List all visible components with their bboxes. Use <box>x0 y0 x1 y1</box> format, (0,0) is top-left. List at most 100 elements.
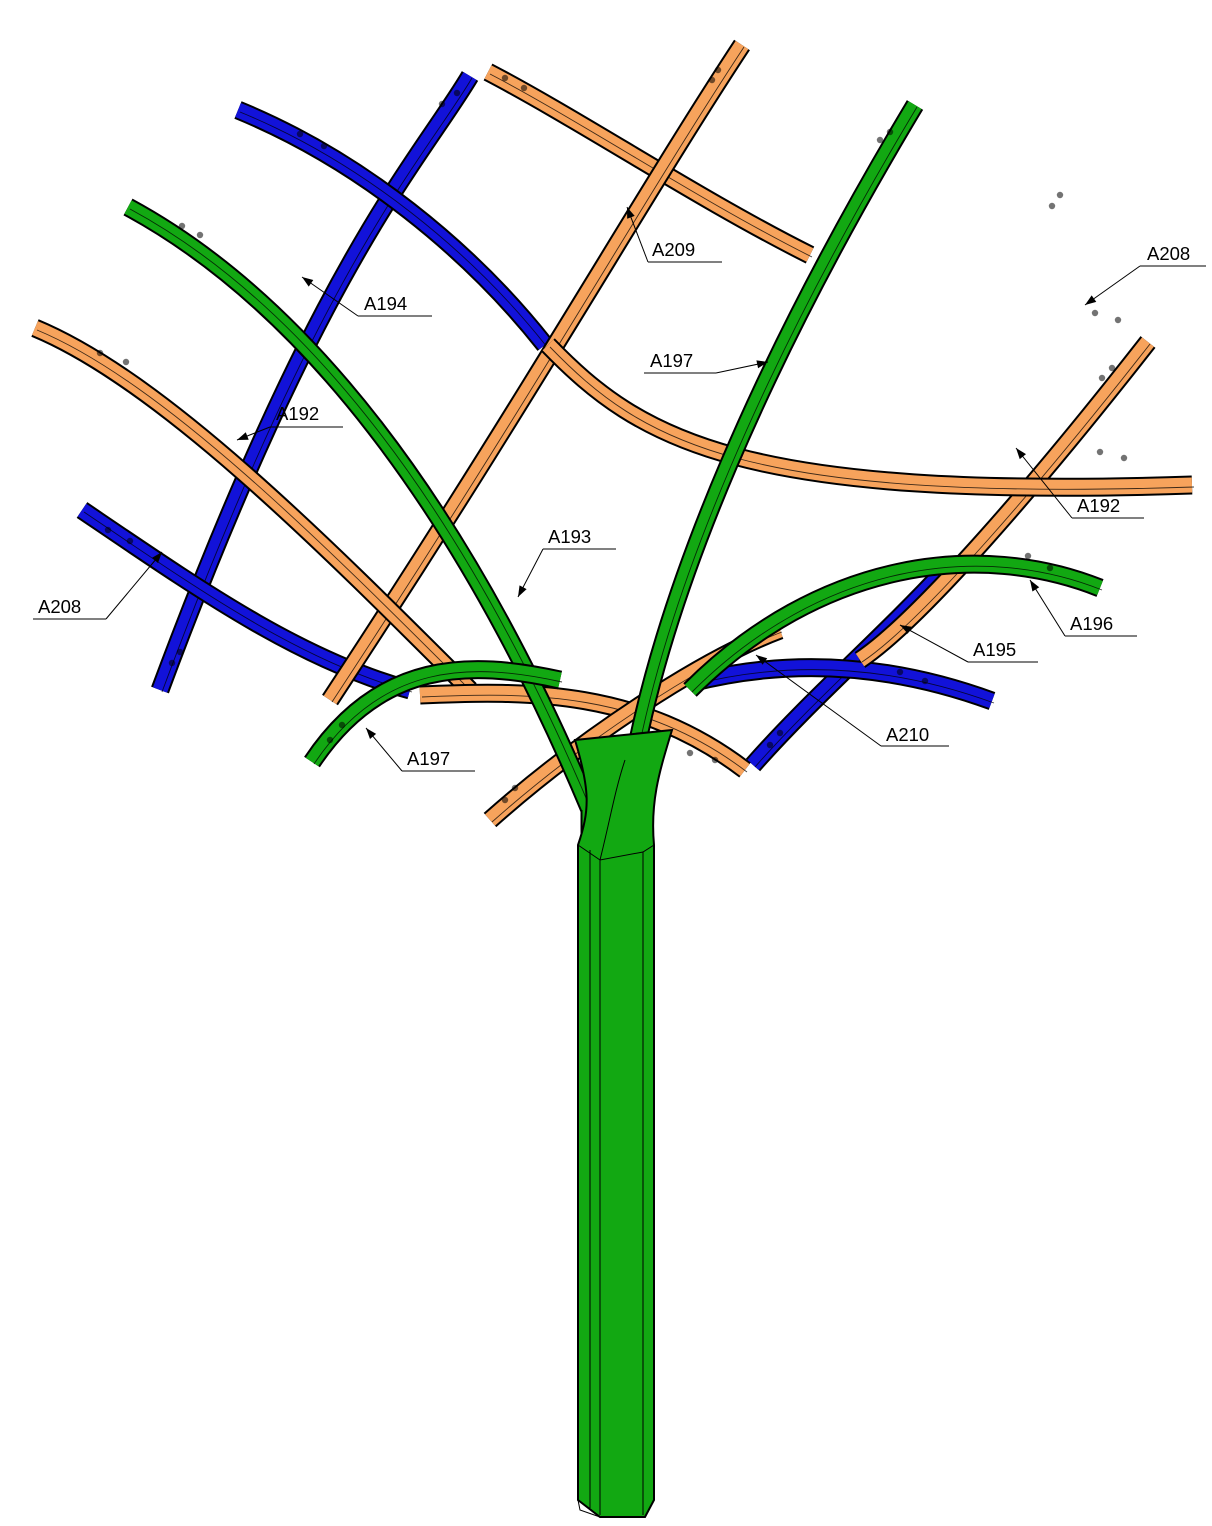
leader-arrow <box>756 655 768 665</box>
bolt-mark <box>168 659 176 667</box>
callout-label-A192-left: A192 <box>276 403 319 424</box>
trunk-body <box>573 728 674 1518</box>
beam-body <box>617 101 922 821</box>
beam-edge-line <box>861 343 1151 663</box>
leader-arrow <box>1016 448 1026 460</box>
beam-edge-line <box>691 669 995 704</box>
callout-A209: A209 <box>652 239 695 260</box>
bolt-mark <box>296 130 304 138</box>
leader-arrow <box>1030 580 1040 592</box>
callout-A210: A210 <box>886 724 929 745</box>
bolt-mark <box>511 784 519 792</box>
bolt-mark <box>104 526 112 534</box>
beam-outline <box>31 319 477 697</box>
bolt-mark <box>520 84 528 92</box>
callout-A208-right: A208 <box>1147 243 1190 264</box>
leader-arrow <box>237 432 249 440</box>
bolt-mark <box>1048 202 1056 210</box>
callout-A197-upper: A197 <box>650 350 693 371</box>
bolt-mark <box>338 721 346 729</box>
bolt-mark <box>1098 374 1106 382</box>
callout-leader <box>626 206 722 263</box>
beam-A194-blue <box>151 71 479 694</box>
bolt-mark <box>1096 448 1104 456</box>
trunk <box>573 728 674 1518</box>
leader-arrow <box>1085 295 1097 305</box>
beam-A208-blue <box>234 101 553 351</box>
bolt-mark <box>501 796 509 804</box>
bolt-mark <box>96 349 104 357</box>
beam-members <box>31 39 1195 862</box>
beam-A209-orange <box>483 63 815 264</box>
callout-label-A195: A195 <box>973 639 1016 660</box>
bolt-mark <box>1091 309 1099 317</box>
callout-label-A197-lower: A197 <box>407 748 450 769</box>
callout-label-A197-upper: A197 <box>650 350 693 371</box>
leader-line <box>1084 265 1141 306</box>
part-callouts: A209 A208 A194 A197 A192 A192 A193 A208 … <box>33 206 1206 772</box>
callout-leader <box>899 624 1038 663</box>
bolt-mark <box>876 136 884 144</box>
callout-leader <box>755 654 949 747</box>
bolt-mark <box>196 231 204 239</box>
leader-arrow <box>900 625 912 634</box>
trunk-column <box>573 728 674 1518</box>
beam-A196-green <box>683 554 1104 697</box>
bolt-mark <box>122 358 130 366</box>
leader-line <box>755 654 882 747</box>
beam-A210-blue <box>687 658 996 710</box>
callout-label-A210: A210 <box>886 724 929 745</box>
beam-edge-line <box>313 671 563 765</box>
leader-arrow <box>151 552 162 564</box>
beam-edge-line <box>331 46 745 703</box>
beam-body <box>419 685 750 776</box>
callout-A196: A196 <box>1070 613 1113 634</box>
callout-label-A209: A209 <box>652 239 695 260</box>
beam-A210-orange <box>419 683 751 778</box>
leader-arrow <box>366 728 377 740</box>
bolt-mark <box>1056 191 1064 199</box>
beam-body <box>305 662 562 767</box>
callout-A192-left: A192 <box>276 403 319 424</box>
callout-A192-right: A192 <box>1077 495 1120 516</box>
trunk-foot-edge <box>577 1499 601 1518</box>
bolt-mark <box>326 736 334 744</box>
bolt-mark <box>320 142 328 150</box>
callout-leader <box>1015 447 1144 519</box>
beam-edge-line <box>36 329 473 693</box>
beam-A193-green <box>123 198 599 814</box>
bolt-mark <box>501 74 509 82</box>
callout-label-A208-right: A208 <box>1147 243 1190 264</box>
bolt-mark <box>453 89 461 97</box>
bolt-mark <box>896 668 904 676</box>
callout-leader <box>1029 579 1137 637</box>
bolt-mark <box>921 677 929 685</box>
callout-leader <box>517 548 616 598</box>
bolt-mark <box>178 222 186 230</box>
leader-line <box>1029 579 1066 637</box>
leader-arrow <box>302 277 314 287</box>
beam-body <box>684 556 1103 696</box>
beam-body <box>855 337 1154 667</box>
bolt-mark <box>766 741 774 749</box>
callout-label-A196: A196 <box>1070 613 1113 634</box>
callout-leader <box>236 426 343 441</box>
leader-arrow <box>627 207 635 219</box>
beam-A192-orange <box>854 336 1156 668</box>
leader-line <box>105 551 163 620</box>
bolt-mark <box>711 756 719 764</box>
branch-fork-line <box>599 759 626 861</box>
callout-leader <box>644 360 769 374</box>
leader-line <box>301 276 359 317</box>
callout-A208-left: A208 <box>38 596 81 617</box>
leader-line <box>899 624 969 663</box>
callout-A194: A194 <box>364 293 407 314</box>
callout-A193: A193 <box>548 526 591 547</box>
callout-A197-lower: A197 <box>407 748 450 769</box>
callout-label-A193: A193 <box>548 526 591 547</box>
beam-edge-line <box>239 111 548 348</box>
bolt-mark <box>1046 564 1054 572</box>
callout-A195: A195 <box>973 639 1016 660</box>
bolt-mark <box>438 100 446 108</box>
